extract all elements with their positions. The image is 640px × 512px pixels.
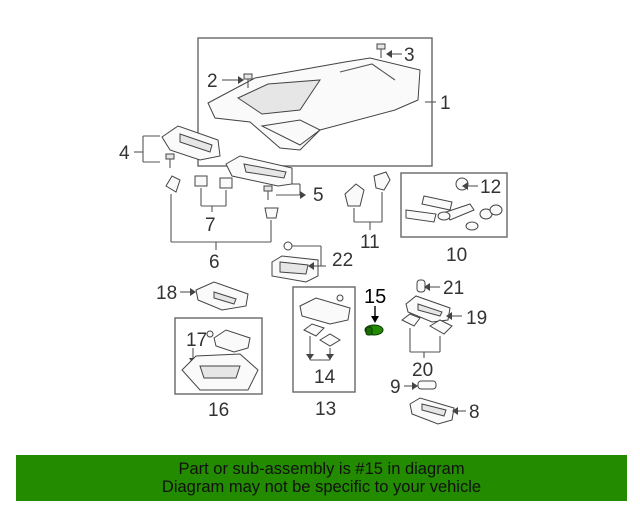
callout-21: 21 <box>443 278 464 299</box>
callout-4: 4 <box>119 143 130 164</box>
callout-2: 2 <box>207 71 218 92</box>
map-light-22 <box>271 255 319 283</box>
visor-clip-left <box>165 175 181 193</box>
callout-5: 5 <box>313 185 324 206</box>
callout-3: 3 <box>404 45 415 66</box>
sun-visor-right <box>225 155 293 187</box>
sun-visor-left <box>161 125 221 161</box>
callout-1: 1 <box>440 93 451 114</box>
callout-10: 10 <box>446 245 467 266</box>
callout-9: 9 <box>390 377 401 398</box>
lens-14-a <box>303 323 325 337</box>
callout-7: 7 <box>205 215 216 236</box>
callout-12: 12 <box>480 177 501 198</box>
screw-4 <box>165 153 175 168</box>
map-light-13 <box>299 294 351 325</box>
callout-20: 20 <box>412 360 433 381</box>
callout-18: 18 <box>156 283 177 304</box>
callout-6: 6 <box>209 252 220 273</box>
banner-line-1: Part or sub-assembly is #15 in diagram <box>178 460 465 478</box>
parts-diagram: 1 2 3 4 5 7 6 11 <box>119 37 508 425</box>
callout-11: 11 <box>360 232 380 253</box>
screw-3 <box>376 43 386 58</box>
callout-13: 13 <box>315 399 336 420</box>
cargo-light-8 <box>409 397 455 425</box>
bulb-22 <box>283 241 293 251</box>
lens-20-a <box>401 313 421 327</box>
visor-hook-b <box>219 177 233 189</box>
screw-5 <box>263 185 273 200</box>
bulb-21 <box>416 279 426 293</box>
callout-8: 8 <box>469 402 480 423</box>
bulb-15-highlighted <box>364 324 384 336</box>
callout-17: 17 <box>186 330 207 351</box>
visor-clip-right <box>264 207 279 219</box>
console-16-box <box>174 317 263 395</box>
bulb-9 <box>417 380 437 390</box>
callout-16: 16 <box>208 400 229 421</box>
banner-line-2: Diagram may not be specific to your vehi… <box>161 478 482 496</box>
info-banner: Part or sub-assembly is #15 in diagram D… <box>16 455 627 501</box>
lens-17 <box>206 329 251 353</box>
callout-22: 22 <box>332 250 353 271</box>
console-16 <box>181 353 259 391</box>
grab-handle-a <box>344 183 365 207</box>
lens-14-b <box>319 333 341 347</box>
grab-handle-b <box>373 171 391 191</box>
console-18 <box>195 281 249 311</box>
callout-14: 14 <box>314 367 336 388</box>
visor-hook-a <box>194 175 208 187</box>
light-19 <box>405 295 451 323</box>
screw-2 <box>243 73 253 88</box>
lens-20-b <box>429 319 453 335</box>
assist-grip-box <box>400 172 508 238</box>
map-light-13-box <box>292 286 356 393</box>
callout-19: 19 <box>466 308 487 329</box>
assist-grip-parts <box>405 177 503 231</box>
callout-15: 15 <box>364 286 386 308</box>
headliner-part <box>207 57 421 151</box>
